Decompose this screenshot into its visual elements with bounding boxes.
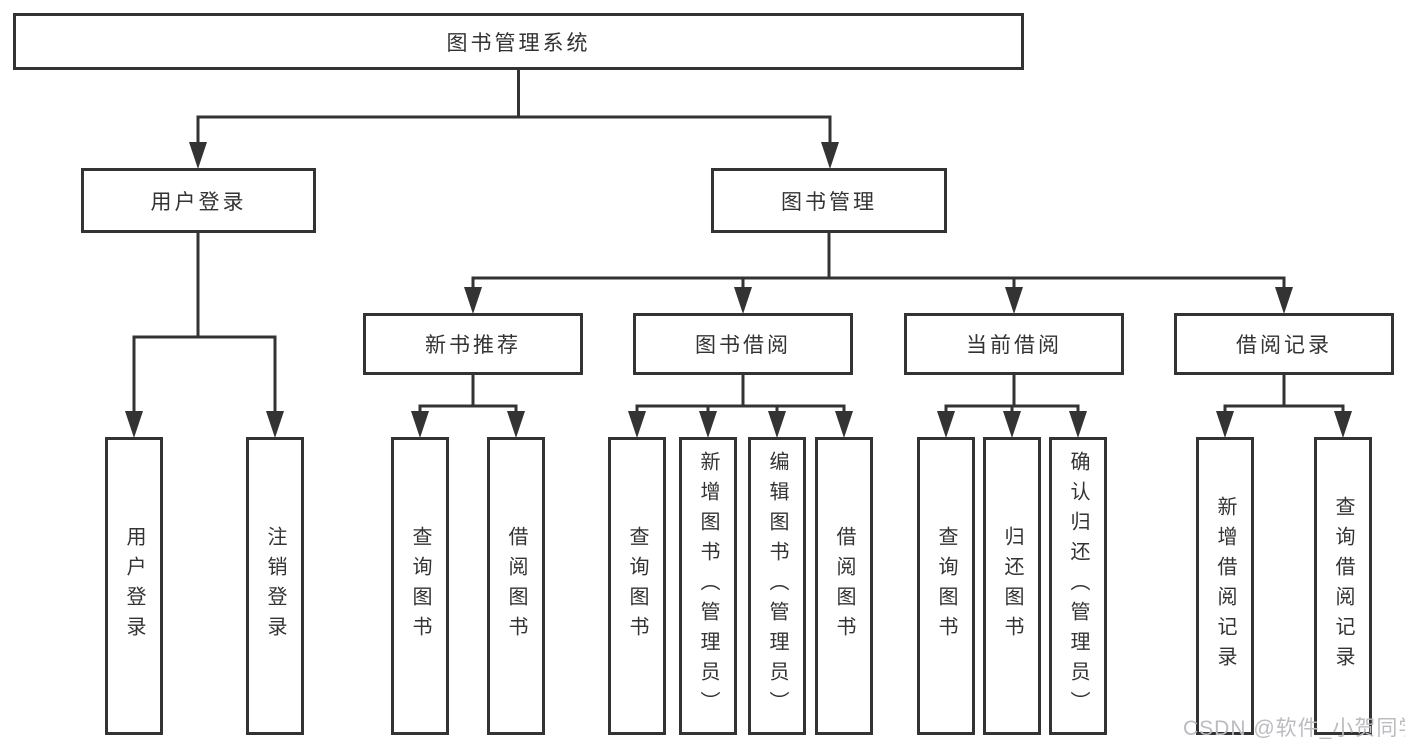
leaf-borrow-books: 借阅图书 — [815, 437, 873, 735]
leaf-label: 注销登录 — [264, 526, 286, 646]
leaf-label: 编辑图书（管理员） — [766, 451, 788, 721]
leaf-label: 查询借阅记录 — [1332, 496, 1354, 676]
leaf-label: 新增借阅记录 — [1214, 496, 1236, 676]
leaf-label: 查询图书 — [626, 526, 648, 646]
connector-user-login — [132, 233, 277, 414]
leaf-return-book: 归还图书 — [983, 437, 1041, 735]
leaf-label: 确认归还（管理员） — [1067, 451, 1089, 721]
connector-borrow-records — [1223, 375, 1345, 414]
node-book-management: 图书管理 — [711, 168, 947, 233]
leaf-user-login: 用户登录 — [105, 437, 163, 735]
leaf-edit-book-admin: 编辑图书（管理员） — [748, 437, 806, 735]
node-new-book-recommend: 新书推荐 — [363, 313, 583, 375]
node-borrow-records: 借阅记录 — [1174, 313, 1394, 375]
connector-book-borrow — [635, 375, 846, 414]
leaf-label: 借阅图书 — [505, 526, 527, 646]
leaf-query-books-borrow: 查询图书 — [608, 437, 666, 735]
leaf-query-books-current: 查询图书 — [917, 437, 975, 735]
node-user-login: 用户登录 — [81, 168, 316, 233]
leaf-query-books-recommend: 查询图书 — [391, 437, 449, 735]
leaf-label: 归还图书 — [1001, 526, 1023, 646]
connector-root — [196, 70, 832, 145]
leaf-add-book-admin: 新增图书（管理员） — [679, 437, 737, 735]
leaf-confirm-return-admin: 确认归还（管理员） — [1049, 437, 1107, 735]
watermark-text: CSDN @软件_小贺同学 — [1183, 717, 1405, 740]
leaf-query-borrow-record: 查询借阅记录 — [1314, 437, 1372, 735]
connector-current-borrow — [944, 375, 1080, 414]
leaf-label: 查询图书 — [409, 526, 431, 646]
leaf-label: 借阅图书 — [833, 526, 855, 646]
node-current-borrow: 当前借阅 — [904, 313, 1124, 375]
leaf-add-borrow-record: 新增借阅记录 — [1196, 437, 1254, 735]
leaf-label: 用户登录 — [123, 526, 145, 646]
leaf-borrow-books-recommend: 借阅图书 — [487, 437, 545, 735]
leaf-label: 新增图书（管理员） — [697, 451, 719, 721]
connector-book-management — [471, 233, 1286, 292]
leaf-label: 查询图书 — [935, 526, 957, 646]
node-book-borrow: 图书借阅 — [633, 313, 853, 375]
leaf-logout: 注销登录 — [246, 437, 304, 735]
node-root: 图书管理系统 — [13, 13, 1024, 70]
connector-new-book-recommend — [418, 375, 518, 414]
